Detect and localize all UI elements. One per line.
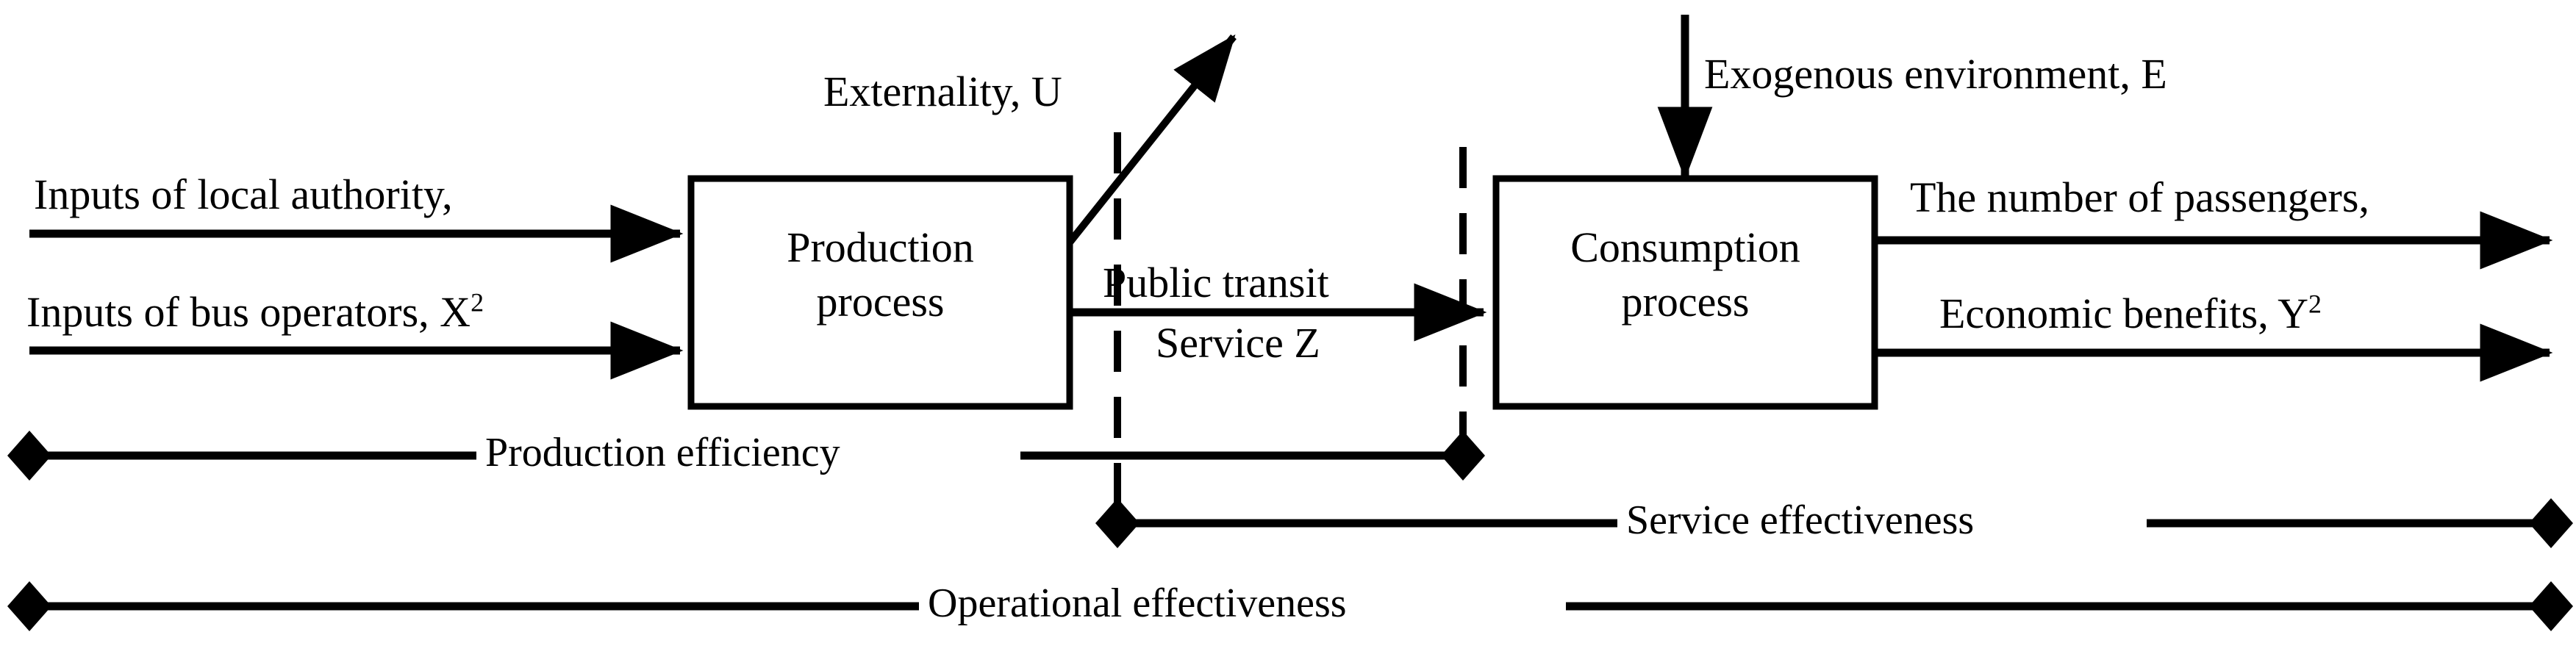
diamond-service-effectiveness-start — [1095, 498, 1139, 548]
label-knockout-operational-effectiveness — [919, 577, 1566, 637]
label-input-bus-operators: Inputs of bus operators, X2 — [26, 287, 484, 336]
label-service-effectiveness: Service effectiveness — [1626, 497, 1975, 543]
label-public-transit: Public transit — [1103, 259, 1329, 306]
label-input-local-authority: Inputs of local authority, — [34, 170, 453, 218]
label-knockout-service-effectiveness — [1617, 494, 2147, 553]
label-externality: Externality, U — [823, 68, 1062, 115]
label-production-efficiency: Production efficiency — [485, 430, 840, 475]
label-exogenous-environment: Exogenous environment, E — [1704, 50, 2167, 98]
superscript-2-outputs: 2 — [2308, 289, 2322, 319]
label-operational-effectiveness: Operational effectiveness — [928, 581, 1347, 626]
diamond-production-efficiency-start — [7, 431, 51, 481]
box-consumption-process — [1492, 175, 1878, 410]
production-process-line1: Production — [787, 223, 974, 271]
consumption-process-line2: process — [1621, 278, 1750, 326]
diamond-production-efficiency-end — [1441, 431, 1485, 481]
label-production-process: Production process — [691, 220, 1070, 329]
label-consumption-process: Consumption process — [1496, 220, 1875, 329]
label-output-economic-benefits: Economic benefits, Y2 — [1939, 289, 2322, 337]
superscript-2-inputs: 2 — [471, 287, 484, 317]
label-service-z: Service Z — [1156, 319, 1320, 367]
diamond-service-effectiveness-end — [2529, 498, 2573, 548]
consumption-process-line1: Consumption — [1570, 223, 1800, 271]
diamond-operational-effectiveness-end — [2529, 581, 2573, 631]
production-process-line2: process — [816, 278, 945, 326]
diamond-operational-effectiveness-start — [7, 581, 51, 631]
label-knockout-production-efficiency — [476, 426, 1020, 485]
arrow-externality — [1067, 34, 1237, 245]
box-production-process — [687, 175, 1073, 410]
label-output-passengers: The number of passengers, — [1910, 173, 2369, 221]
